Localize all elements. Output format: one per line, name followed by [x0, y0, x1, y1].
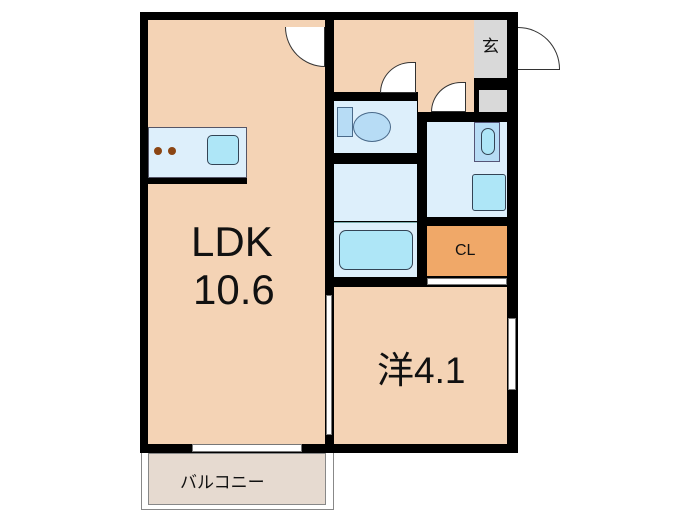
room-western: [334, 287, 507, 444]
stove-icon: [168, 147, 176, 155]
window-ldk: [326, 295, 332, 435]
bathtub-icon: [339, 230, 413, 270]
sink-icon: [474, 122, 500, 162]
entrance-label: 玄: [482, 37, 499, 56]
toilet-icon: [337, 107, 393, 142]
balcony-rail: [141, 453, 334, 510]
kitchen-wall: [148, 178, 247, 184]
stove-icon: [154, 147, 162, 155]
entrance-door[interactable]: [518, 27, 560, 70]
washing-machine-icon: [472, 174, 506, 211]
western-label: 洋4.1: [377, 350, 466, 391]
closet-label: CL: [455, 242, 476, 259]
ldk-label: LDK: [191, 218, 273, 265]
room-entrance: [474, 20, 507, 78]
entrance-step: [479, 90, 507, 112]
room-washroom: [334, 164, 417, 221]
window-balcony: [192, 444, 302, 452]
closet-door: [427, 278, 507, 285]
balcony: [148, 453, 326, 505]
ldk-size: 10.6: [193, 266, 275, 313]
room-closet: [427, 226, 507, 276]
balcony-label: バルコニー: [180, 473, 265, 492]
kitchen-sink-icon: [207, 135, 239, 165]
room-ldk: [148, 20, 325, 444]
window-western: [508, 318, 516, 390]
